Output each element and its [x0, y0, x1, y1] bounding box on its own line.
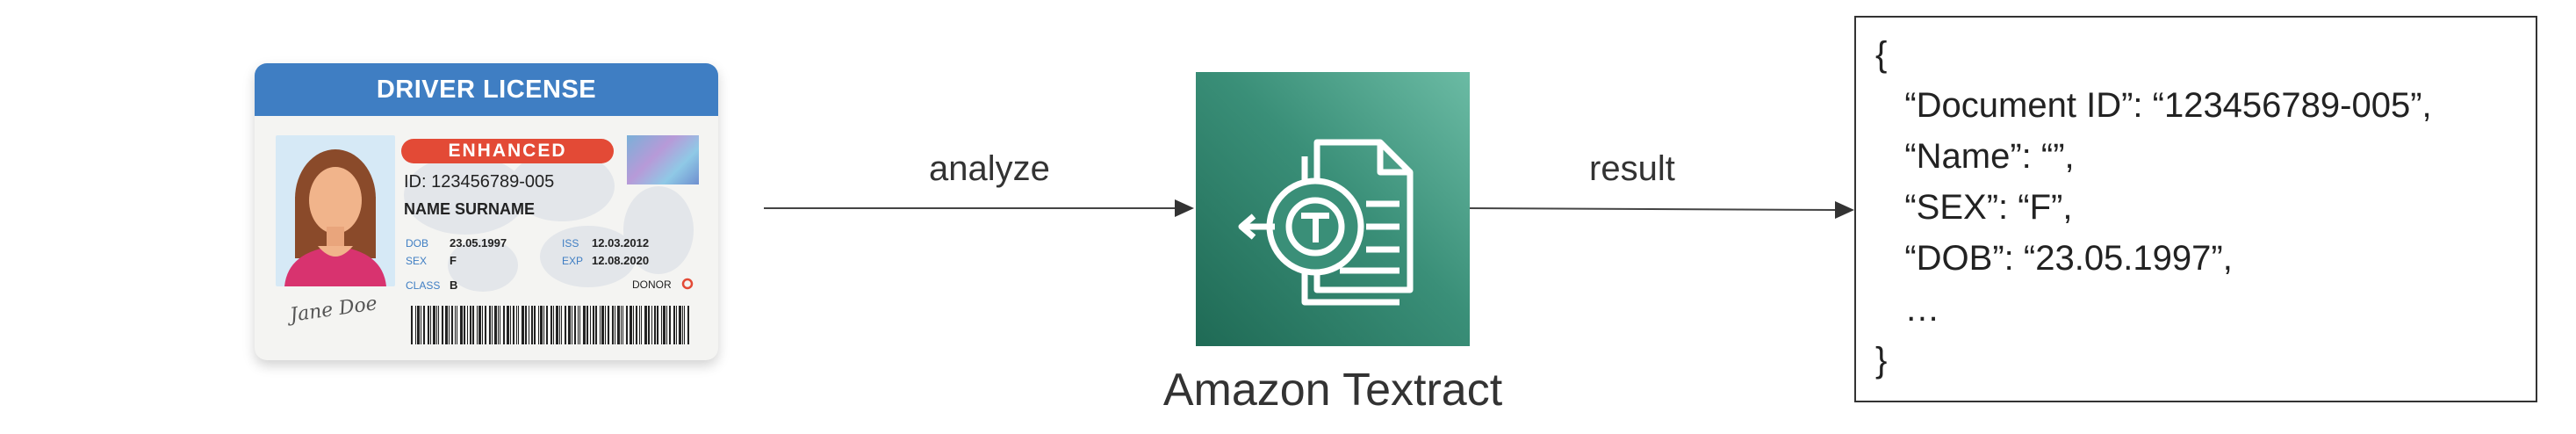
json-result-box: { “Document ID”: “123456789-005”, “Name”… [1854, 16, 2537, 402]
class-value: B [450, 278, 458, 292]
hologram [627, 135, 699, 184]
json-line: “DOB”: “23.05.1997”, [1875, 239, 2233, 278]
portrait-photo [276, 135, 395, 286]
donor-heart-icon [681, 278, 694, 290]
person-icon [284, 149, 386, 286]
sex-label: SEX [406, 255, 428, 267]
world-map-watermark [404, 151, 694, 292]
donor-label: DONOR [632, 278, 672, 291]
json-line: “SEX”: “F”, [1875, 188, 2073, 227]
textract-icon [1238, 139, 1414, 306]
textract-label: Amazon Textract [1162, 365, 1503, 416]
exp-value: 12.08.2020 [592, 254, 650, 267]
json-line: … [1875, 290, 1940, 329]
json-line: “Name”: “”, [1875, 137, 2075, 176]
barcode [411, 306, 689, 344]
textract-service-tile [1196, 72, 1470, 346]
analyze-label: analyze [929, 149, 1050, 188]
license-id: ID: 123456789-005 [404, 172, 555, 192]
dob-label: DOB [406, 237, 429, 250]
exp-label: EXP [562, 255, 584, 267]
result-arrowhead [1835, 201, 1854, 219]
license-name: NAME SURNAME [404, 200, 536, 218]
class-label: CLASS [406, 279, 441, 292]
enhanced-badge: ENHANCED [401, 139, 614, 163]
license-header: DRIVER LICENSE [255, 63, 718, 116]
analyze-arrowhead [1175, 199, 1194, 217]
json-line: { [1875, 35, 1888, 74]
driver-license-card: DRIVER LICENSE ENHANCED ID: 123456789-00… [255, 63, 718, 360]
iss-value: 12.03.2012 [592, 236, 650, 250]
dob-value: 23.05.1997 [450, 236, 507, 250]
result-arrow-line [1469, 207, 1838, 211]
result-label: result [1589, 149, 1675, 188]
iss-label: ISS [562, 237, 579, 250]
json-line: “Document ID”: “123456789-005”, [1875, 86, 2432, 125]
json-line: } [1875, 341, 1888, 380]
sex-value: F [450, 254, 457, 267]
